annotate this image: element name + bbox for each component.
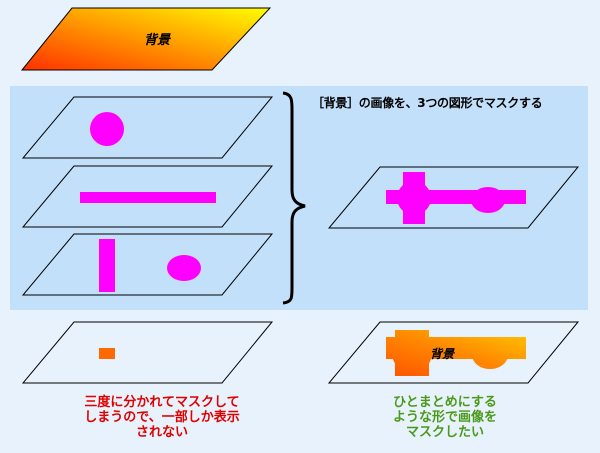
result-layer-desired (327, 321, 580, 384)
mask-description: ［背景］の画像を、3つの図形でマスクする (312, 96, 543, 110)
result-layer-partial (21, 321, 274, 384)
mask-horizontal-bar-shape (80, 192, 216, 203)
combined-mask-layer (327, 166, 580, 229)
mask-layer-circle (21, 96, 274, 159)
desired-gradient-shape (386, 330, 526, 376)
background-gradient-layer (20, 7, 272, 71)
note-partial-mask: 三度に分かれてマスクして しまうので、一部しか表示 されない (84, 395, 240, 440)
mask-circle-shape (90, 112, 124, 146)
mask-layer-bar (21, 165, 274, 228)
combined-mask-shape (386, 172, 526, 224)
result-layer-label: 背景 (430, 347, 455, 361)
grouping-brace (282, 91, 306, 305)
mask-vertical-bar-shape (99, 239, 115, 292)
mask-layer-bar-ellipse (21, 233, 274, 296)
note-desired-mask: ひとまとめにする ような形で画像を マスクしたい (392, 395, 497, 440)
partial-visible-square (99, 348, 115, 359)
mask-ellipse-shape (167, 255, 201, 281)
background-layer-label: 背景 (144, 32, 172, 48)
